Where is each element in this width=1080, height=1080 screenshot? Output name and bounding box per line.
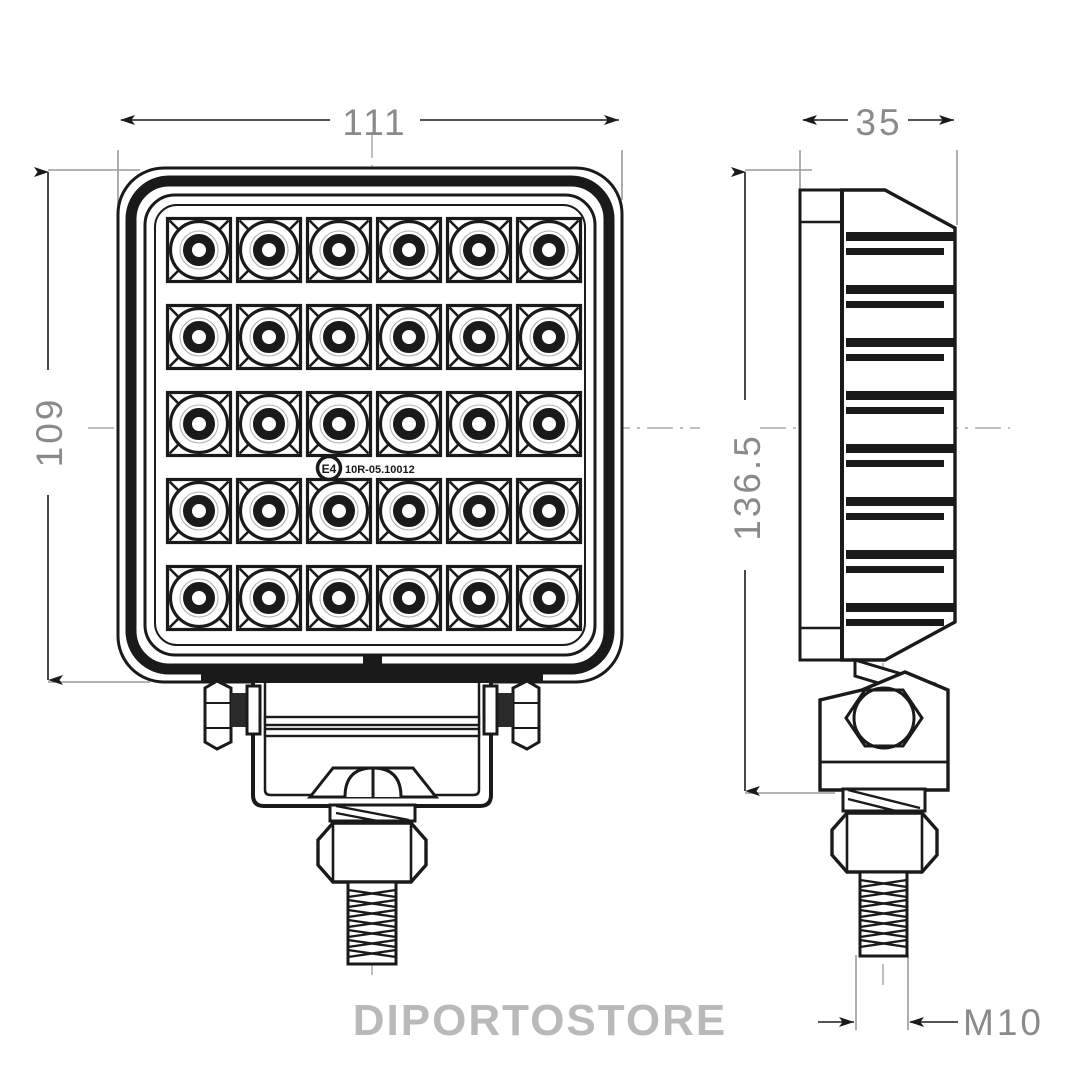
led-cell xyxy=(378,480,441,543)
led-cell xyxy=(238,306,301,369)
fin xyxy=(846,354,944,361)
threaded-stud-front xyxy=(316,821,428,966)
side-housing-body xyxy=(840,188,957,662)
fin xyxy=(846,513,944,520)
led-cell xyxy=(308,306,371,369)
fin xyxy=(846,566,944,573)
led-cell xyxy=(238,393,301,456)
led-cell xyxy=(518,567,581,630)
led-cell xyxy=(308,567,371,630)
fin xyxy=(846,407,944,414)
fin xyxy=(846,550,955,559)
emark-circle-icon xyxy=(315,454,343,482)
led-cell xyxy=(448,567,511,630)
fin xyxy=(846,497,955,506)
threaded-stud-side xyxy=(830,811,939,958)
led-cell xyxy=(168,219,231,282)
led-cell xyxy=(448,219,511,282)
led-cell xyxy=(448,306,511,369)
emark-symbol-text: E4 xyxy=(322,462,337,476)
led-cell xyxy=(168,480,231,543)
side-view xyxy=(798,188,957,958)
front-view: E4 10R-05.10012 xyxy=(116,166,624,966)
stud-threads-front xyxy=(347,888,397,959)
led-cell xyxy=(168,567,231,630)
led-cell xyxy=(378,393,441,456)
fin xyxy=(846,338,955,347)
bracket-top-edge xyxy=(201,671,543,681)
housing-bottom-tab xyxy=(363,656,382,667)
led-cell xyxy=(518,306,581,369)
hex-nut-side xyxy=(830,811,939,874)
housing-bezel-band xyxy=(125,175,615,675)
dimension-label-total-height: 136.5 xyxy=(727,433,768,541)
fin xyxy=(846,391,955,400)
fin xyxy=(846,603,955,612)
mounting-bracket-front xyxy=(201,671,543,829)
stud-threads-side xyxy=(859,878,908,949)
dimension-label-thread: M10 xyxy=(963,1002,1044,1043)
led-cell xyxy=(308,393,371,456)
led-cell xyxy=(238,567,301,630)
led-cell xyxy=(308,480,371,543)
led-cell xyxy=(378,306,441,369)
dimension-label-width: 111 xyxy=(342,102,407,143)
side-lens-block xyxy=(798,188,844,662)
emark-approval-stamp: E4 10R-05.10012 xyxy=(315,454,415,482)
led-cell xyxy=(168,393,231,456)
led-cell xyxy=(518,219,581,282)
led-cell xyxy=(238,219,301,282)
bracket-bolt-right xyxy=(482,679,541,751)
led-cell xyxy=(238,480,301,543)
dimension-lines xyxy=(34,115,958,1030)
bracket-slot-upper xyxy=(263,715,481,727)
led-cell xyxy=(448,393,511,456)
bracket-hex-nut-front xyxy=(306,766,440,799)
led-cell xyxy=(518,480,581,543)
fin xyxy=(846,301,944,308)
led-cell xyxy=(448,480,511,543)
fin xyxy=(846,444,955,453)
dimension-label-depth: 35 xyxy=(855,102,902,143)
heat-sink-fins xyxy=(846,232,955,626)
dimension-labels: 111 109 35 136.5 M10 xyxy=(29,102,1044,1043)
led-cell xyxy=(168,306,231,369)
fin xyxy=(846,248,944,255)
fin xyxy=(846,619,944,626)
fin xyxy=(846,460,944,467)
hex-nut-front xyxy=(316,821,428,884)
dimension-label-height: 109 xyxy=(29,397,70,468)
watermark-text: DIPORTOSTORE xyxy=(352,996,728,1045)
bracket-slot-lower xyxy=(263,727,481,738)
fin xyxy=(846,232,955,241)
led-cell xyxy=(378,567,441,630)
led-cell xyxy=(308,219,371,282)
mounting-bracket-side xyxy=(818,657,950,819)
led-cell xyxy=(378,219,441,282)
fin xyxy=(846,285,955,294)
bracket-hex-bolt-side xyxy=(844,686,924,750)
emark-number-text: 10R-05.10012 xyxy=(345,464,415,476)
bracket-bolt-left xyxy=(203,679,262,751)
led-cell xyxy=(518,393,581,456)
